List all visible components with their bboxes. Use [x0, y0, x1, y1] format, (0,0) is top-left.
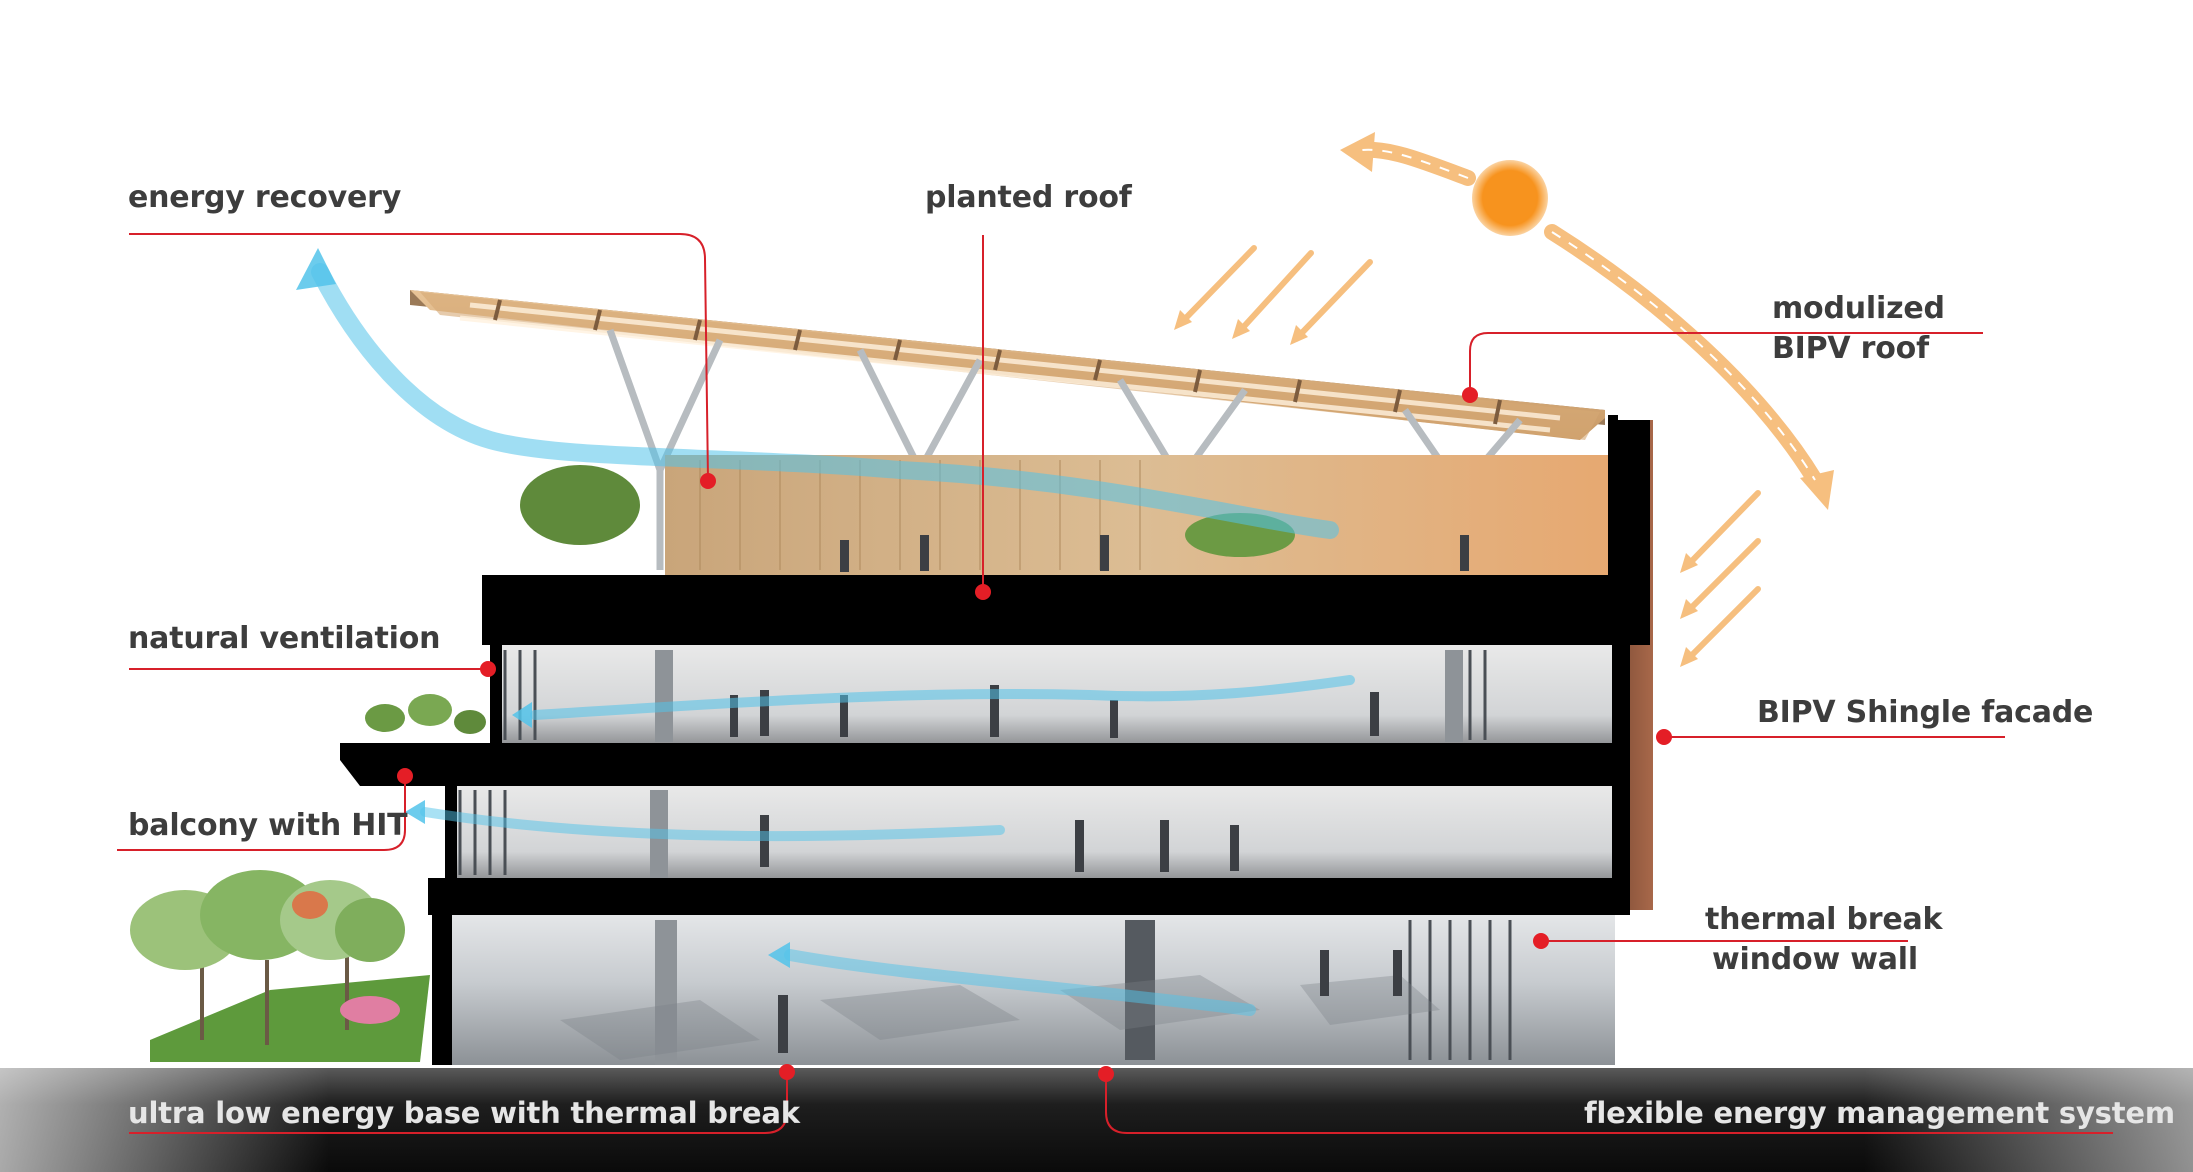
dot-base [779, 1064, 795, 1080]
label-bipv-roof: BIPV roof [1772, 329, 1929, 369]
dot-energy-recovery [700, 473, 716, 489]
dot-natural-ventilation [480, 661, 496, 677]
label-energy-recovery: energy recovery [128, 178, 401, 218]
label-ultra-low-energy-base: ultra low energy base with thermal break [128, 1093, 800, 1133]
label-natural-ventilation: natural ventilation [128, 619, 440, 659]
dot-planted-roof [975, 584, 991, 600]
dot-bipv-shingle [1656, 729, 1672, 745]
dot-energy-management [1098, 1066, 1114, 1082]
sun-path [1340, 132, 1834, 510]
label-modulized: modulized [1772, 289, 1945, 329]
label-balcony-with-hit: balcony with HIT [128, 806, 407, 846]
label-thermal-break: thermal break [1705, 900, 1942, 940]
dot-bipv-roof [1462, 387, 1478, 403]
label-flexible-energy-management: flexible energy management system [1584, 1093, 2175, 1133]
label-planted-roof: planted roof [925, 178, 1132, 218]
sun-arrow-head-left [1340, 132, 1375, 172]
dot-window-wall [1533, 933, 1549, 949]
label-bipv-shingle-facade: BIPV Shingle facade [1757, 693, 2093, 733]
roof-tree [520, 465, 640, 545]
roof-garden-room [665, 455, 1620, 575]
sun-icon [1472, 160, 1548, 236]
label-window-wall: window wall [1712, 940, 1918, 980]
dot-balcony [397, 768, 413, 784]
landscape-trees [130, 870, 430, 1062]
